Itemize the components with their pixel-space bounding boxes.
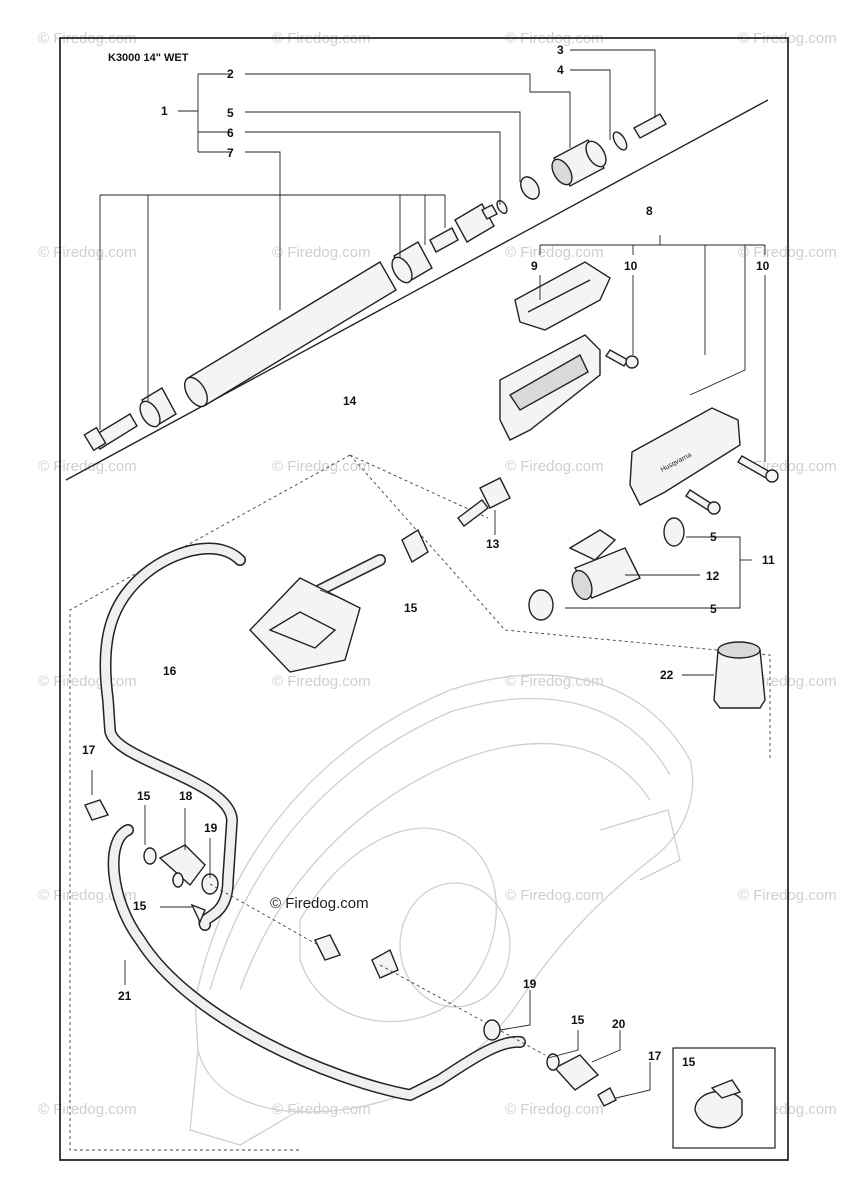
upper-leaders bbox=[99, 49, 656, 430]
callout-labels: 1 2 3 4 5 6 7 8 9 10 10 14 13 5 11 12 5 … bbox=[82, 43, 775, 1063]
callout-7: 7 bbox=[227, 146, 234, 160]
watermark-text: © Firedog.com bbox=[272, 673, 371, 690]
callout-16: 16 bbox=[163, 664, 177, 678]
inset-box: 15 bbox=[672, 1047, 776, 1149]
callout-17: 17 bbox=[648, 1049, 662, 1063]
hose-16 bbox=[99, 542, 246, 931]
callout-15: 15 bbox=[571, 1013, 585, 1027]
pipe-assembly bbox=[83, 113, 667, 452]
watermark-text: © Firedog.com bbox=[38, 673, 137, 690]
hose-assembly-outline bbox=[69, 454, 771, 1151]
callout-20: 20 bbox=[612, 1017, 626, 1031]
callout-11: 11 bbox=[762, 553, 775, 567]
callout-12: 12 bbox=[706, 569, 720, 583]
callout-14: 14 bbox=[343, 394, 357, 408]
callout-9: 9 bbox=[531, 259, 538, 273]
callout-19: 19 bbox=[523, 977, 537, 991]
inset-label: 15 bbox=[682, 1055, 696, 1069]
tee-fitting-20 bbox=[483, 990, 651, 1107]
diagram-title: K3000 14" WET bbox=[108, 52, 189, 64]
center-watermark: © Firedog.com bbox=[270, 895, 369, 912]
bracket-leaders bbox=[539, 235, 766, 462]
callout-19: 19 bbox=[204, 821, 218, 835]
diagram-frame bbox=[59, 37, 789, 1161]
callout-3: 3 bbox=[557, 43, 564, 57]
callout-15: 15 bbox=[133, 899, 147, 913]
watermark-text: © Firedog.com bbox=[38, 458, 137, 475]
section-divider-line bbox=[65, 99, 769, 481]
coupling-22 bbox=[682, 641, 766, 709]
watermark-text: © Firedog.com bbox=[505, 673, 604, 690]
callout-10: 10 bbox=[624, 259, 638, 273]
callout-13: 13 bbox=[486, 537, 500, 551]
watermark-text: © Firedog.com bbox=[505, 244, 604, 261]
hose-short bbox=[314, 554, 386, 596]
callout-6: 6 bbox=[227, 126, 234, 140]
tee-fitting-18 bbox=[84, 770, 546, 1056]
watermark-text: © Firedog.com bbox=[505, 1101, 604, 1118]
callout-15: 15 bbox=[404, 601, 418, 615]
hose-21 bbox=[107, 824, 526, 1101]
callout-4: 4 bbox=[557, 63, 564, 77]
valve-assembly bbox=[528, 517, 752, 621]
nipple-13 bbox=[457, 477, 511, 535]
watermark-text: © Firedog.com bbox=[505, 458, 604, 475]
watermark-text: © Firedog.com bbox=[272, 458, 371, 475]
watermark-text: © Firedog.com bbox=[505, 887, 604, 904]
callout-8: 8 bbox=[646, 204, 653, 218]
watermark-text: © Firedog.com bbox=[38, 1101, 137, 1118]
handle-bracket-assembly: Husqvarna bbox=[499, 261, 779, 515]
watermark-text: © Firedog.com bbox=[38, 244, 137, 261]
callout-10: 10 bbox=[756, 259, 770, 273]
callout-17: 17 bbox=[82, 743, 96, 757]
hose-bracket bbox=[249, 577, 361, 673]
callout-1: 1 bbox=[161, 104, 168, 118]
callout-15: 15 bbox=[137, 789, 151, 803]
callout-22: 22 bbox=[660, 668, 674, 682]
callout-18: 18 bbox=[179, 789, 193, 803]
callout-5: 5 bbox=[710, 602, 717, 616]
watermark-text: © Firedog.com bbox=[272, 1101, 371, 1118]
callout-21: 21 bbox=[118, 989, 132, 1003]
clamp-15-upper bbox=[401, 528, 429, 564]
callout-5: 5 bbox=[710, 530, 717, 544]
callout-5: 5 bbox=[227, 106, 234, 120]
blade-guard bbox=[189, 674, 694, 1146]
callout-2: 2 bbox=[227, 67, 234, 81]
watermark-text: © Firedog.com bbox=[272, 244, 371, 261]
